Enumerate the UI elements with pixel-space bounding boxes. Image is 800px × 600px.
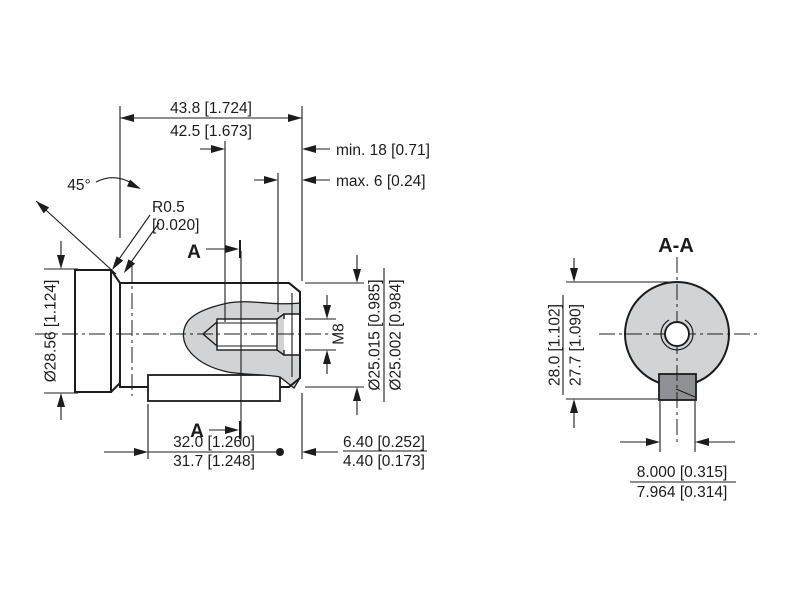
section-marker-bottom: A — [190, 421, 241, 442]
dim-chamfer-angle: 45° — [35, 177, 141, 275]
dim-chamfer-angle-label: 45° — [67, 177, 90, 194]
dim-thread-size-label: M8 — [330, 323, 347, 345]
counterbore-outline — [283, 313, 301, 356]
dim-thread-depth: min. 18 [0.71] — [200, 141, 430, 322]
dim-edge-radius-in: [0.020] — [152, 217, 199, 234]
hole-minor-diameter — [664, 321, 690, 347]
section-view-title: A-A — [658, 235, 694, 257]
main-view: 43.8 [1.724] 42.5 [1.673] min. 18 [0.71]… — [35, 100, 430, 470]
dim-key-width-min: 7.964 [0.314] — [637, 484, 728, 501]
dim-edge-radius-mm: R0.5 — [152, 199, 185, 216]
dim-key-width: 8.000 [0.315] 7.964 [0.314] — [620, 401, 736, 501]
dim-key-length-min: 31.7 [1.248] — [173, 453, 255, 470]
dim-key-length: 32.0 [1.260] 31.7 [1.248] — [104, 404, 284, 470]
dim-shaft-diameter-min: Ø25.002 [0.984] — [387, 279, 404, 390]
dim-key-to-end-max: 6.40 [0.252] — [343, 434, 425, 451]
thread-runout-flare — [276, 313, 285, 356]
dim-edge-radius: R0.5 [0.020] — [112, 199, 199, 273]
dim-flat-to-od: 28.0 [1.102] 27.7 [1.090] — [546, 258, 672, 428]
dim-collar-diameter-label: Ø28.56 [1.124] — [42, 280, 59, 383]
dim-thread-depth-label: min. 18 [0.71] — [336, 142, 430, 159]
collar-chamfer-lines — [110, 269, 121, 393]
dim-overall-length-min: 42.5 [1.673] — [170, 123, 252, 140]
dim-pilot-depth-label: max. 6 [0.24] — [336, 173, 426, 190]
shaft-collar-outline — [74, 269, 112, 393]
dim-collar-diameter: Ø28.56 [1.124] — [42, 241, 78, 420]
dim-overall-length-max: 43.8 [1.724] — [170, 100, 252, 117]
key-side-view — [147, 374, 281, 402]
dim-key-length-max: 32.0 [1.260] — [173, 434, 255, 451]
section-marker-top-label: A — [187, 242, 201, 263]
section-marker-top: A — [187, 240, 241, 263]
dim-key-to-end: 6.40 [0.252] 4.40 [0.173] — [301, 393, 427, 470]
key-chamfer-line — [675, 388, 696, 398]
dim-thread-size: M8 — [305, 295, 347, 374]
dim-shaft-diameter-max: Ø25.015 [0.985] — [366, 279, 383, 390]
section-marker-bottom-label: A — [190, 421, 204, 442]
shaft-end-outline — [280, 282, 301, 388]
section-view: A-A 28.0 [1.102] 27.7 [1.090] 8.000 [0.3… — [546, 235, 757, 501]
dim-flat-to-od-max: 28.0 [1.102] — [546, 304, 563, 386]
dim-key-to-end-min: 4.40 [0.173] — [343, 453, 425, 470]
thread-arc — [660, 319, 694, 351]
dim-overall-length: 43.8 [1.724] 42.5 [1.673] — [119, 100, 303, 281]
dim-pilot-depth: max. 6 [0.24] — [254, 173, 426, 312]
thread-minor-lines — [217, 322, 277, 347]
dim-shaft-diameter: Ø25.015 [0.985] Ø25.002 [0.984] — [305, 255, 404, 415]
dim-flat-to-od-min: 27.7 [1.090] — [567, 304, 584, 386]
dim-key-width-max: 8.000 [0.315] — [637, 464, 728, 481]
